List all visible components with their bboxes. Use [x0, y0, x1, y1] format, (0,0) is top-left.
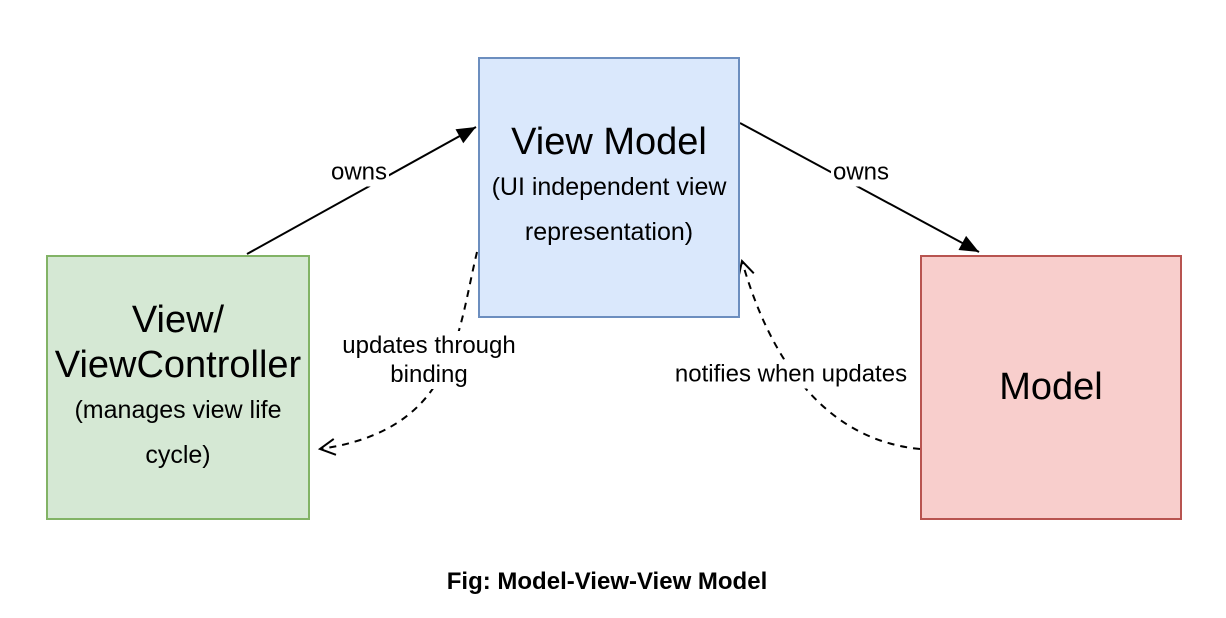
edge-label-updates-through-binding: updates through binding [332, 331, 526, 389]
edge-owns-right-arrow [739, 122, 980, 253]
node-view-subtitle: (manages view life cycle) [74, 395, 282, 469]
edge-owns-left-arrow [246, 126, 477, 255]
node-view-model-title: View Model [511, 121, 707, 163]
edge-label-notifies-when-updates: notifies when updates [672, 359, 910, 389]
node-model-title: Model [999, 366, 1103, 408]
edge-notifies-when-updates-arrow [737, 258, 921, 450]
node-model: Model [920, 255, 1182, 520]
node-view-title-line1: View/ [131, 298, 225, 341]
figure-caption: Fig: Model-View-View Model [446, 568, 768, 595]
node-view-model-subtitle: (UI independent view representation) [491, 173, 727, 246]
node-view-model: View Model (UI independent view represen… [478, 57, 740, 318]
node-view-title-line2: ViewController [54, 343, 302, 386]
node-view-title: View/ ViewController [55, 298, 301, 388]
edge-label-owns-left: owns [328, 157, 390, 187]
edge-label-owns-right: owns [830, 157, 892, 187]
node-view-viewcontroller: View/ ViewController (manages view life … [46, 255, 310, 520]
